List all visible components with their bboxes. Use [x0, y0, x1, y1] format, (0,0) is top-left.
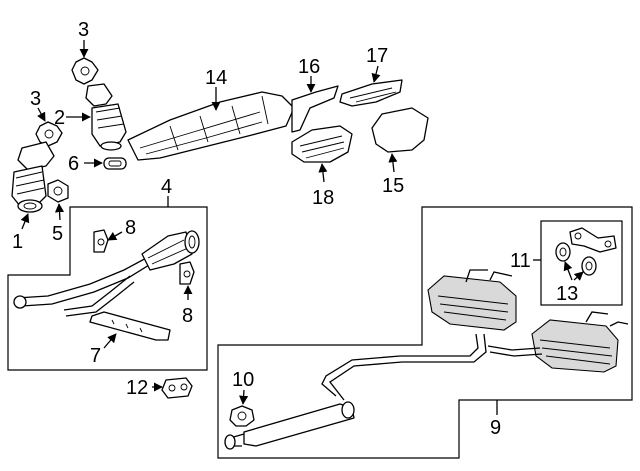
hanger-subgroup-box [540, 220, 623, 306]
callout-8-upper: 8 [125, 217, 136, 239]
front-pipe-group-box [7, 206, 208, 371]
hanger-insulator-left [555, 242, 571, 262]
callout-4: 4 [161, 176, 172, 198]
muffler-and-pipe-assembly [224, 269, 629, 450]
hanger-insulator-lower [179, 261, 195, 285]
exhaust-insulator [161, 377, 193, 399]
hanger-insulator-right [581, 256, 597, 276]
rear-heat-shield-upper [339, 79, 403, 107]
hanger-insulator-upper [93, 229, 109, 253]
callout-6: 6 [68, 153, 79, 175]
callout-3-lower: 3 [30, 88, 41, 110]
callout-12: 12 [126, 377, 148, 399]
callout-1: 1 [12, 231, 23, 253]
callout-17: 17 [366, 45, 388, 67]
callout-8-lower: 8 [182, 305, 193, 327]
tailpipe-hanger [569, 227, 617, 253]
heat-shield-bracket [291, 85, 339, 133]
manifold-gasket-lower [35, 121, 63, 147]
callout-16: 16 [298, 56, 320, 78]
callout-9: 9 [490, 417, 501, 439]
manifold-converter-lower [11, 141, 55, 213]
clamp [103, 157, 127, 170]
callout-7: 7 [90, 345, 101, 367]
muffler-heat-shield [371, 107, 429, 153]
manifold-converter-upper [85, 83, 127, 151]
callout-5: 5 [52, 223, 63, 245]
underbody-heat-shield [291, 125, 353, 163]
callout-10: 10 [232, 369, 254, 391]
callout-3-upper: 3 [78, 19, 89, 41]
tunnel-heat-shield [127, 91, 295, 161]
front-exhaust-pipe [13, 230, 200, 317]
muffler-group-box [217, 206, 633, 459]
callout-13: 13 [556, 283, 578, 305]
manifold-gasket-upper [71, 57, 99, 85]
flange-gasket [47, 179, 69, 203]
resonator-gasket [229, 405, 255, 427]
callout-18: 18 [312, 187, 334, 209]
callout-2: 2 [54, 107, 65, 129]
crossmember-bracket [89, 311, 171, 341]
callout-14: 14 [205, 67, 227, 89]
callout-11: 11 [510, 250, 531, 272]
callout-15: 15 [382, 175, 404, 197]
